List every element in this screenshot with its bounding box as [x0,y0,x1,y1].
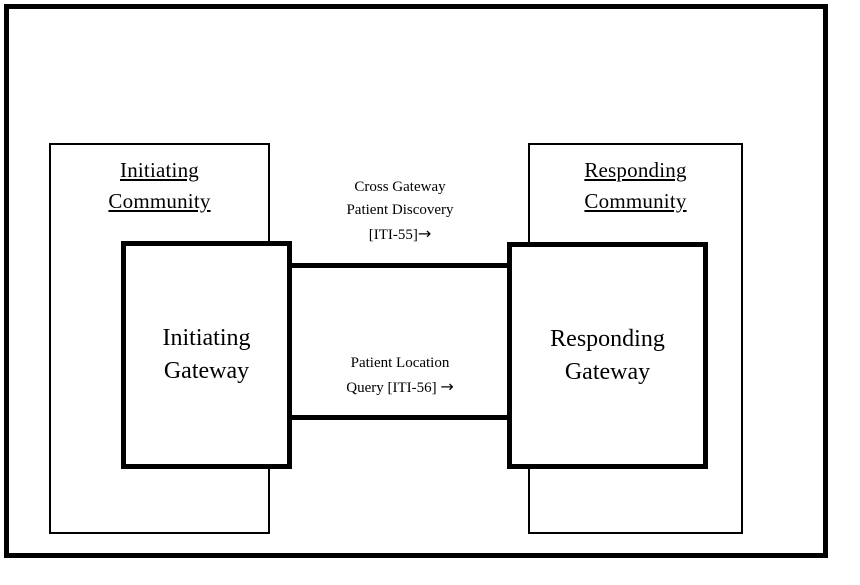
initiating-community-label-line2: Community [108,189,211,213]
responding-gateway-label-line2: Gateway [564,358,651,385]
initiating-gateway-label-line1: Initiating [162,325,251,351]
transaction-iti55-code: [ITI-55] [368,227,418,243]
responding-gateway-box: Responding Gateway [507,242,708,469]
connector-line-iti56 [286,415,512,420]
initiating-gateway-box: Initiating Gateway [121,241,292,469]
initiating-gateway-label-line2: Gateway [163,358,250,384]
initiating-community-label: Initiating Community [51,155,268,217]
initiating-gateway-label: Initiating Gateway [163,322,251,388]
transaction-iti55-line3: [ITI-55]→ [312,222,488,247]
responding-gateway-label: Responding Gateway [550,323,665,389]
transaction-iti55-line2: Patient Discovery [346,202,454,218]
arrow-right-icon: → [440,377,454,396]
transaction-iti56-line1: Patient Location [350,355,450,371]
transaction-label-iti56: Patient Location Query [ITI-56] → [312,352,488,400]
transaction-iti56-line2: Query [ITI-56] → [312,375,488,400]
transaction-label-iti55: Cross Gateway Patient Discovery [ITI-55]… [312,176,488,247]
arrow-right-icon: → [417,224,432,243]
connector-line-iti55 [286,263,512,268]
responding-community-label-line2: Community [584,189,687,213]
responding-gateway-label-line1: Responding [550,325,665,352]
responding-community-label: Responding Community [530,155,741,217]
transaction-iti56-code: Query [ITI-56] [346,380,437,396]
responding-community-label-line1: Responding [584,158,687,182]
initiating-community-label-line1: Initiating [120,158,199,182]
transaction-iti55-line1: Cross Gateway [354,179,446,195]
